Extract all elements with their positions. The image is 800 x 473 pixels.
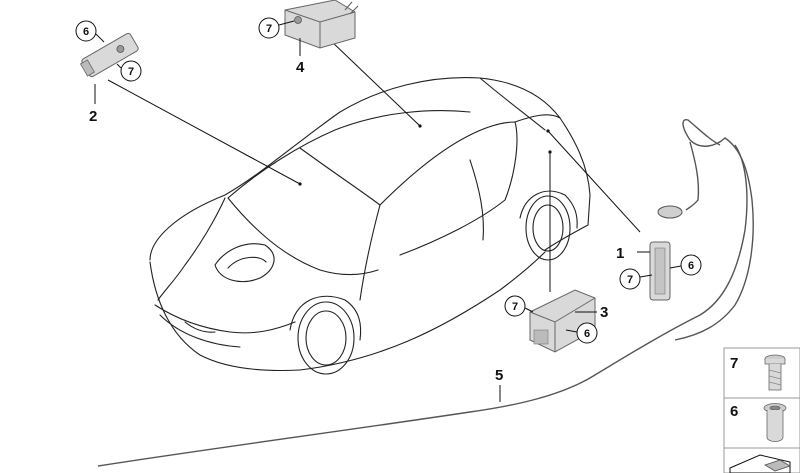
callout-7-part1: 7 [619,268,653,290]
svg-text:7: 7 [627,274,633,286]
svg-text:7: 7 [266,23,272,35]
fastener-legend: 7 6 [723,347,800,473]
antenna-cables [97,118,754,467]
part-4-module [284,0,359,56]
callout-7-part2: 7 [116,60,142,82]
screw-icon [764,354,786,391]
leader-lines [107,39,641,292]
car-outline [149,77,591,375]
bracket-icon [729,454,791,473]
part-label-2: 2 [89,108,97,125]
svg-text:6: 6 [688,260,694,272]
part-1-antenna-unit [637,205,683,301]
svg-text:7: 7 [512,301,518,313]
svg-text:6: 6 [83,26,89,38]
callout-6-part1: 6 [669,254,702,276]
legend-number-7: 7 [730,355,738,372]
callout-6-part3: 6 [565,322,598,344]
callout-7-part3: 7 [504,295,534,317]
callout-7-part4: 7 [258,17,295,39]
part-2-antenna-amplifier [79,32,139,104]
nut-icon [763,403,787,442]
callout-6-part2: 6 [75,20,105,43]
part-label-1: 1 [616,245,624,262]
svg-text:6: 6 [584,328,590,340]
legend-number-6: 6 [730,403,738,420]
part-label-3: 3 [600,304,608,321]
part-label-5: 5 [495,367,503,384]
svg-text:7: 7 [128,66,134,78]
part-label-4: 4 [296,59,305,76]
